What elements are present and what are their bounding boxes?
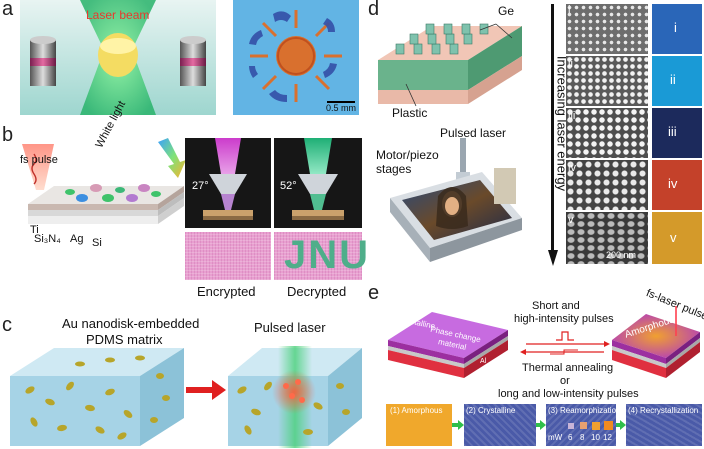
step-2-image (464, 404, 536, 446)
swatch-label-iv: iv (668, 176, 678, 191)
step-1-label: (1) Amorphous (390, 406, 443, 415)
switch-arrows (520, 330, 610, 358)
panel-a-letter: a (2, 0, 14, 20)
power-6: 6 (568, 433, 573, 442)
microscope-27-image (185, 138, 271, 228)
decrypted-caption: Decrypted (287, 284, 347, 299)
step-3-label: (3) Reamorphization (548, 406, 621, 415)
step-arrow-1 (452, 420, 464, 430)
step-2-label: (2) Crystalline (466, 406, 516, 415)
swatch-iv (652, 160, 702, 210)
short-pulses-line2: high-intensity pulses (514, 313, 614, 325)
panel-c-letter: c (2, 314, 12, 336)
sem-row-iii (566, 108, 648, 158)
crystalline-chip (386, 300, 510, 386)
panel-d-letter: d (368, 0, 380, 20)
short-pulses-line1: Short and (532, 300, 580, 312)
swatch-ii (652, 56, 702, 106)
panel-c-title-line2: PDMS matrix (86, 332, 163, 347)
layer-ag-label: Ag (70, 233, 84, 245)
stages-label-line2: stages (376, 162, 412, 176)
thermal-line1: Thermal annealing (522, 362, 614, 374)
panel-a-illustration (20, 0, 216, 115)
swatch-label-ii: ii (670, 72, 676, 87)
step-4-label: (4) Recrystallization (628, 406, 699, 415)
panel-b-illustration (8, 134, 188, 244)
layer-ti-label: Ti (30, 224, 39, 236)
sem-row-iv (566, 160, 648, 210)
ge-label: Ge (498, 4, 515, 18)
laser-beam-label: Laser beam (86, 8, 150, 22)
plastic-label: Plastic (392, 106, 428, 120)
swatch-label-v: v (670, 230, 677, 245)
step-arrow-3 (616, 420, 626, 430)
si-label: Si (392, 366, 399, 373)
power-8: 8 (580, 433, 585, 442)
al-label: Al (480, 358, 487, 365)
sem-label-ii: ii (568, 58, 573, 70)
panel-b-letter: b (2, 124, 14, 146)
thermal-line3: long and low-intensity pulses (498, 388, 639, 400)
step-arrow-2 (536, 420, 546, 430)
microscope-52-image (274, 138, 362, 228)
angle-27-label: 27° (192, 180, 209, 192)
jnu-text: JNU (284, 233, 371, 277)
swatch-i (652, 4, 702, 54)
layer-si3n4-label: Si₃N₄ (34, 233, 61, 245)
amorphous-chip (610, 306, 702, 390)
encrypted-caption: Encrypted (197, 284, 256, 299)
panel-c-title-line1: Au nanodisk-embedded (62, 316, 200, 331)
sem-label-v: v (568, 214, 574, 226)
fs-pulse-label: fs pulse (20, 154, 58, 166)
sem-label-iv: iv (568, 162, 576, 174)
power-squares (566, 420, 614, 432)
swatch-label-iii: iii (668, 124, 677, 139)
sem-row-v (566, 212, 648, 264)
pdms-block-after (228, 346, 362, 448)
sem-label-i: i (568, 4, 571, 16)
angle-52-label: 52° (280, 180, 297, 192)
ge-pillar-array (376, 18, 524, 122)
stages-label-line1: Motor/piezo (376, 148, 439, 162)
swatch-iii (652, 108, 702, 158)
pulsed-laser-label-d: Pulsed laser (440, 126, 507, 140)
pulsed-laser-label-c: Pulsed laser (254, 320, 326, 335)
decrypted-image (274, 232, 362, 280)
sem-row-i (566, 4, 648, 54)
encrypted-image (185, 232, 271, 280)
panel-e-letter: e (368, 282, 380, 304)
red-arrow-c (186, 380, 226, 400)
power-10: 10 (591, 433, 600, 442)
power-12: 12 (603, 433, 612, 442)
swatch-v (652, 212, 702, 264)
laser-stage-mona-lisa (376, 138, 526, 270)
power-unit-label: mW (548, 433, 563, 442)
scale-bar-label-a: 0.5 mm (326, 103, 357, 113)
swatch-label-i: i (674, 20, 677, 35)
thermal-line2: or (560, 375, 570, 387)
energy-arrow (548, 4, 558, 266)
step-4-image (626, 404, 702, 446)
step-1-image (386, 404, 452, 446)
panel-a-pattern-image (233, 0, 359, 115)
sem-label-iii: iii (568, 110, 576, 122)
sem-scale-label: 200 nm (606, 250, 637, 260)
pdms-block-before (10, 346, 184, 448)
sem-row-ii (566, 56, 648, 106)
layer-si-label: Si (92, 237, 102, 249)
